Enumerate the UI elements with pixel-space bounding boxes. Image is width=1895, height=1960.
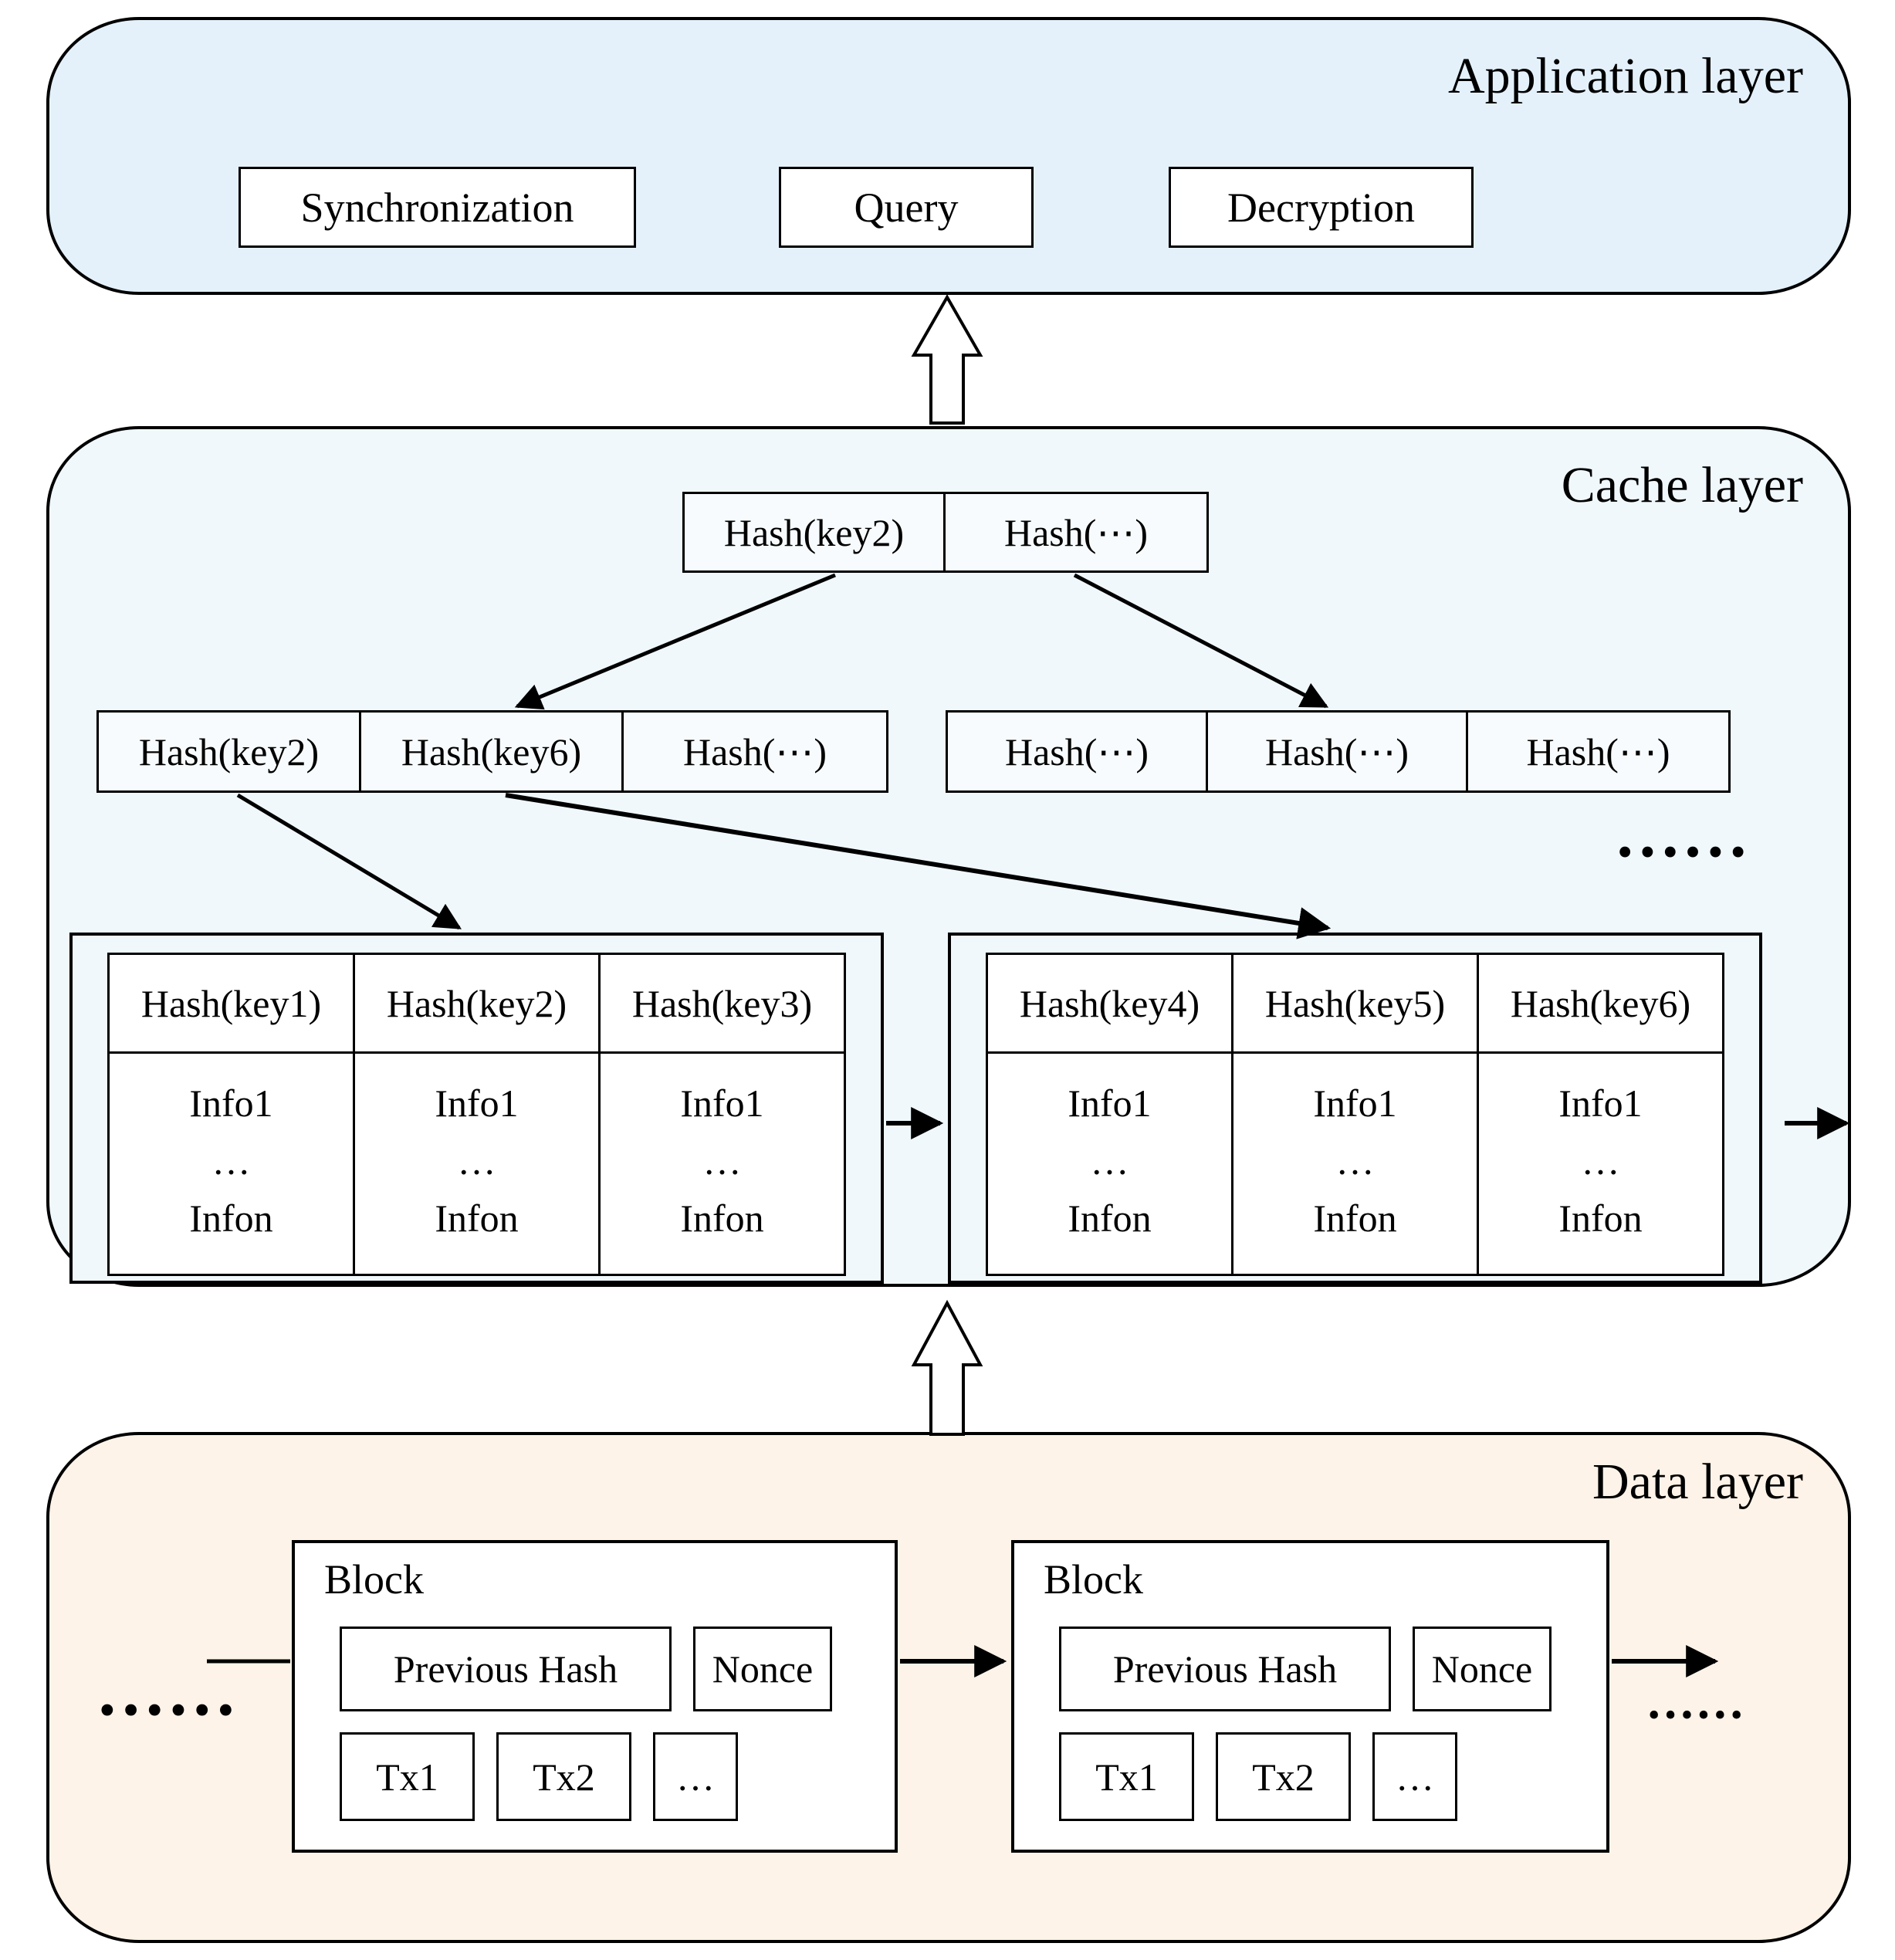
cache-root-hash-row: Hash(key2) Hash(⋯) (682, 492, 1209, 573)
cache-data-info-first: Info1 (435, 1081, 519, 1125)
cache-data-column[interactable]: Hash(key4) Info1 … Infon (988, 955, 1233, 1274)
cache-data-key: Hash(key4) (988, 955, 1231, 1054)
application-layer: Application layer Synchronization Query … (46, 17, 1851, 295)
block-transactions-row: Tx1 Tx2 … (1059, 1732, 1582, 1821)
cache-data-info-middle: … (1581, 1139, 1620, 1183)
cache-data-body: Info1 … Infon (110, 1054, 353, 1274)
previous-hash-box[interactable]: Previous Hash (1059, 1627, 1391, 1711)
block-arrow-cache-to-application (911, 293, 983, 425)
cache-data-node-right: Hash(key4) Info1 … Infon Hash(key5) Info… (948, 933, 1762, 1284)
block-arrow-data-to-cache (911, 1299, 983, 1436)
cache-mid-right-hash-cell-1[interactable]: Hash(⋯) (1208, 713, 1468, 790)
cache-data-column[interactable]: Hash(key6) Info1 … Infon (1479, 955, 1722, 1274)
cache-data-table-left: Hash(key1) Info1 … Infon Hash(key2) Info… (107, 953, 846, 1276)
transaction-box-more[interactable]: … (1372, 1732, 1457, 1821)
cache-mid-left-hash-cell-2[interactable]: Hash(⋯) (682, 729, 827, 774)
cache-data-column[interactable]: Hash(key2) Info1 … Infon (355, 955, 601, 1274)
transaction-box-more[interactable]: … (653, 1732, 738, 1821)
cache-data-info-first: Info1 (1558, 1081, 1643, 1125)
cache-data-info-first: Info1 (680, 1081, 764, 1125)
transaction-box-tx1[interactable]: Tx1 (1059, 1732, 1194, 1821)
cache-data-info-first: Info1 (1068, 1081, 1152, 1125)
cache-data-info-middle: … (702, 1139, 742, 1183)
cache-data-key: Hash(key1) (110, 955, 353, 1054)
cache-data-info-last: Infon (1068, 1197, 1152, 1241)
transaction-box-tx2[interactable]: Tx2 (1216, 1732, 1351, 1821)
app-box-decryption[interactable]: Decryption (1169, 167, 1474, 248)
block-transactions-row: Tx1 Tx2 … (340, 1732, 870, 1821)
nonce-box[interactable]: Nonce (1413, 1627, 1552, 1711)
cache-data-info-last: Infon (1313, 1197, 1397, 1241)
cache-data-info-last: Infon (435, 1197, 519, 1241)
cache-data-key: Hash(key6) (1479, 955, 1722, 1054)
transaction-box-tx2[interactable]: Tx2 (496, 1732, 631, 1821)
cache-data-info-middle: … (1090, 1139, 1129, 1183)
cache-mid-hash-row-left: Hash(key2) Hash(key6) Hash(⋯) (96, 710, 888, 793)
cache-mid-right-hash-cell-2[interactable]: Hash(⋯) (1526, 729, 1670, 774)
cache-mid-left-hash-cell-1[interactable]: Hash(key6) (361, 713, 624, 790)
cache-root-hash-cell-0[interactable]: Hash(key2) (685, 494, 946, 570)
cache-data-info-first: Info1 (189, 1081, 273, 1125)
data-layer-ellipsis-right: •••••• (1648, 1696, 1748, 1734)
cache-mid-hash-row-right: Hash(⋯) Hash(⋯) Hash(⋯) (946, 710, 1731, 793)
application-layer-title: Application layer (1447, 48, 1803, 104)
block-header-row: Previous Hash Nonce (1059, 1627, 1582, 1711)
cache-data-info-last: Infon (1558, 1197, 1643, 1241)
cache-layer-title: Cache layer (1561, 457, 1803, 513)
block-label: Block (1044, 1556, 1143, 1603)
app-box-query[interactable]: Query (779, 167, 1034, 248)
blockchain-block-1[interactable]: Block Previous Hash Nonce Tx1 Tx2 … (1011, 1540, 1609, 1853)
cache-data-body: Info1 … Infon (601, 1054, 844, 1274)
data-layer-title: Data layer (1592, 1454, 1803, 1510)
cache-data-column[interactable]: Hash(key1) Info1 … Infon (110, 955, 355, 1274)
cache-data-body: Info1 … Infon (988, 1054, 1231, 1274)
cache-mid-right-hash-cell-0[interactable]: Hash(⋯) (948, 713, 1208, 790)
data-layer-ellipsis-left: •••••• (99, 1684, 242, 1737)
cache-root-hash-cell-1[interactable]: Hash(⋯) (1003, 510, 1149, 554)
cache-data-body: Info1 … Infon (1233, 1054, 1477, 1274)
cache-data-body: Info1 … Infon (355, 1054, 598, 1274)
previous-hash-box[interactable]: Previous Hash (340, 1627, 672, 1711)
cache-layer-ellipsis: •••••• (1617, 827, 1753, 877)
app-box-synchronization[interactable]: Synchronization (239, 167, 636, 248)
cache-data-info-middle: … (457, 1139, 496, 1183)
cache-data-info-last: Infon (189, 1197, 273, 1241)
nonce-box[interactable]: Nonce (693, 1627, 832, 1711)
cache-data-column[interactable]: Hash(key3) Info1 … Infon (601, 955, 844, 1274)
cache-data-info-first: Info1 (1313, 1081, 1397, 1125)
cache-data-key: Hash(key3) (601, 955, 844, 1054)
cache-data-table-right: Hash(key4) Info1 … Infon Hash(key5) Info… (986, 953, 1724, 1276)
block-header-row: Previous Hash Nonce (340, 1627, 870, 1711)
blockchain-block-0[interactable]: Block Previous Hash Nonce Tx1 Tx2 … (292, 1540, 898, 1853)
cache-data-info-middle: … (211, 1139, 251, 1183)
transaction-box-tx1[interactable]: Tx1 (340, 1732, 475, 1821)
cache-mid-left-hash-cell-0[interactable]: Hash(key2) (99, 713, 361, 790)
cache-data-column[interactable]: Hash(key5) Info1 … Infon (1233, 955, 1479, 1274)
cache-data-info-last: Infon (680, 1197, 764, 1241)
cache-data-node-left: Hash(key1) Info1 … Infon Hash(key2) Info… (69, 933, 884, 1284)
cache-data-body: Info1 … Infon (1479, 1054, 1722, 1274)
cache-data-key: Hash(key5) (1233, 955, 1477, 1054)
block-label: Block (324, 1556, 424, 1603)
cache-data-info-middle: … (1335, 1139, 1375, 1183)
cache-data-key: Hash(key2) (355, 955, 598, 1054)
